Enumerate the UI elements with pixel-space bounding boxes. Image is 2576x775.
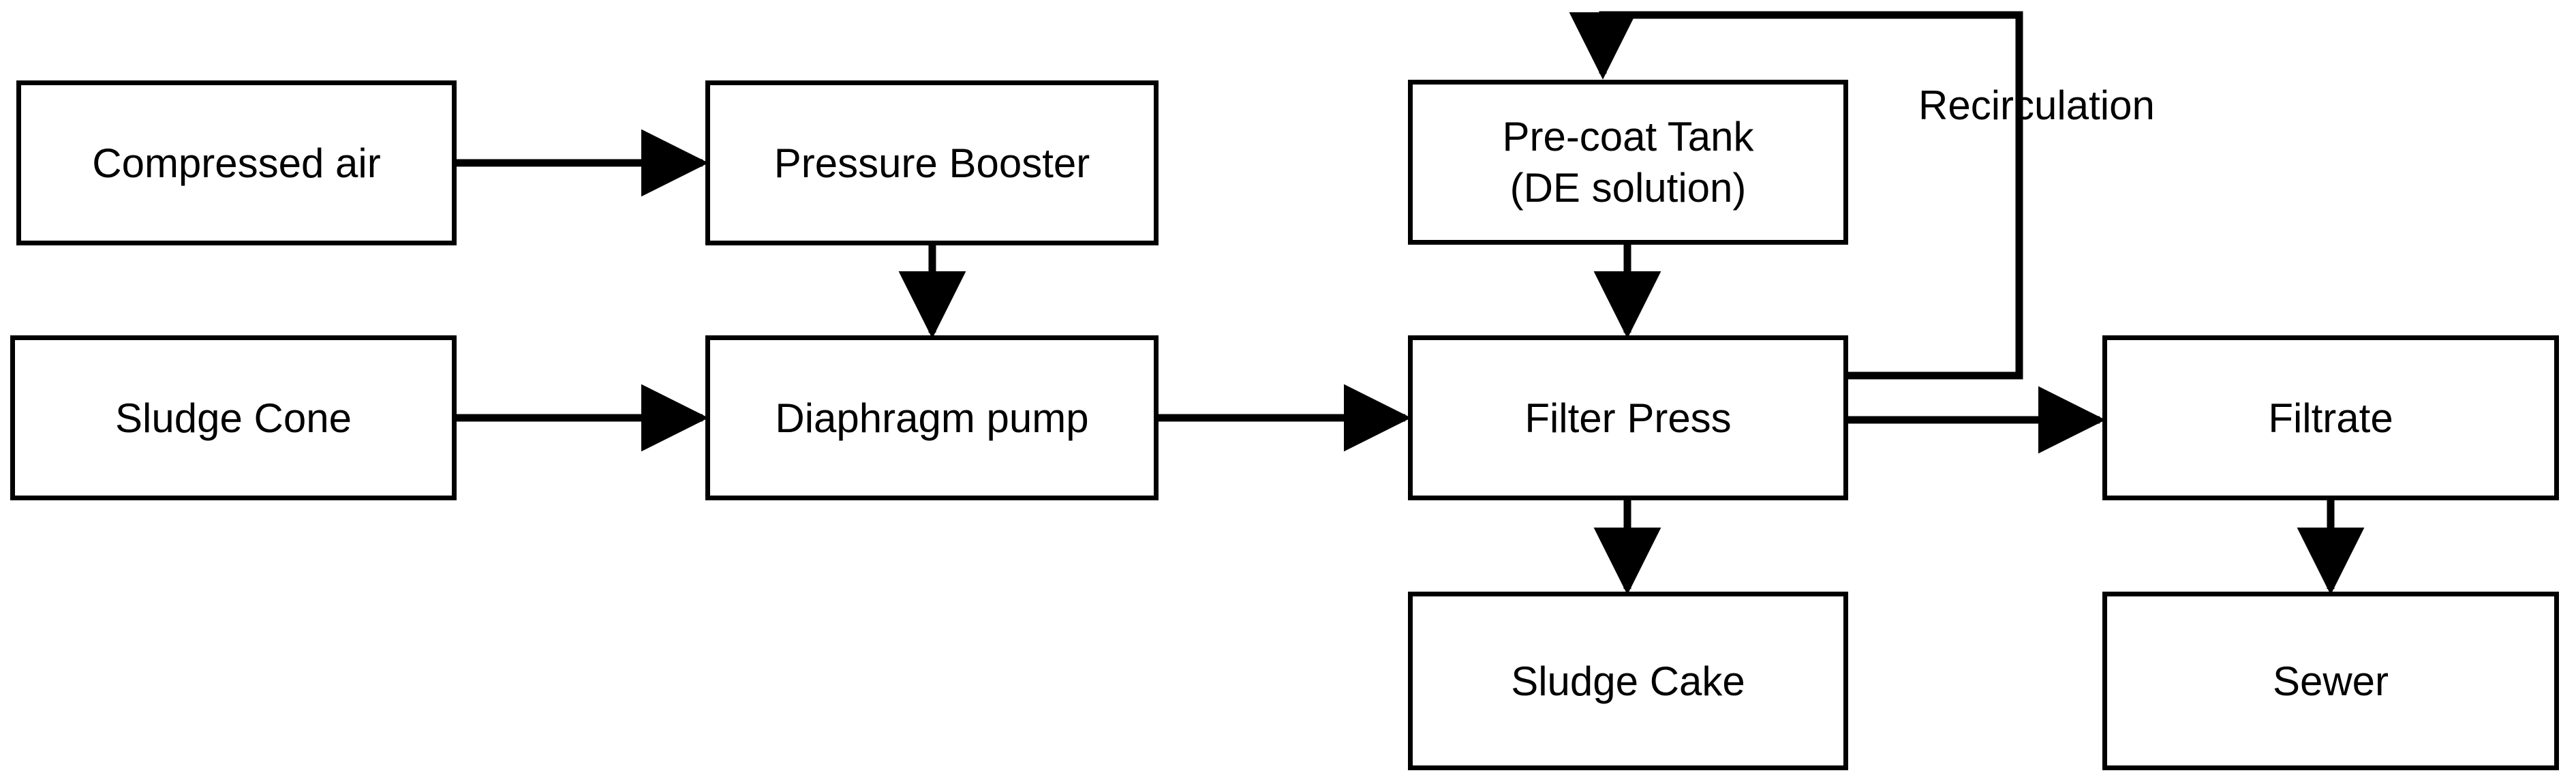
- node-label-sludge-cone: Sludge Cone: [115, 395, 352, 441]
- node-label-sludge-cake: Sludge Cake: [1511, 658, 1745, 704]
- node-filtrate[interactable]: Filtrate: [2102, 335, 2559, 500]
- edge-label-recirculation: Recirculation: [1918, 82, 2155, 128]
- node-label-pre-coat-tank: Pre-coat Tank (DE solution): [1502, 114, 1754, 211]
- node-label-compressed-air: Compressed air: [92, 140, 381, 186]
- node-pressure-booster[interactable]: Pressure Booster: [705, 80, 1159, 245]
- node-pre-coat-tank[interactable]: Pre-coat Tank (DE solution): [1408, 80, 1848, 245]
- node-label-filter-press: Filter Press: [1524, 395, 1732, 441]
- node-label-pressure-booster: Pressure Booster: [773, 140, 1090, 186]
- node-label-filtrate: Filtrate: [2268, 395, 2393, 441]
- node-label-diaphragm-pump: Diaphragm pump: [775, 395, 1089, 441]
- node-sludge-cake[interactable]: Sludge Cake: [1408, 592, 1848, 770]
- edge-filter-press-to-pre-coat-tank-recirculation: [1569, 11, 2023, 380]
- node-label-sewer: Sewer: [2272, 658, 2389, 704]
- node-sewer[interactable]: Sewer: [2102, 592, 2559, 770]
- node-sludge-cone[interactable]: Sludge Cone: [10, 335, 457, 500]
- node-filter-press[interactable]: Filter Press: [1408, 335, 1848, 500]
- node-compressed-air[interactable]: Compressed air: [16, 80, 457, 245]
- node-diaphragm-pump[interactable]: Diaphragm pump: [705, 335, 1159, 500]
